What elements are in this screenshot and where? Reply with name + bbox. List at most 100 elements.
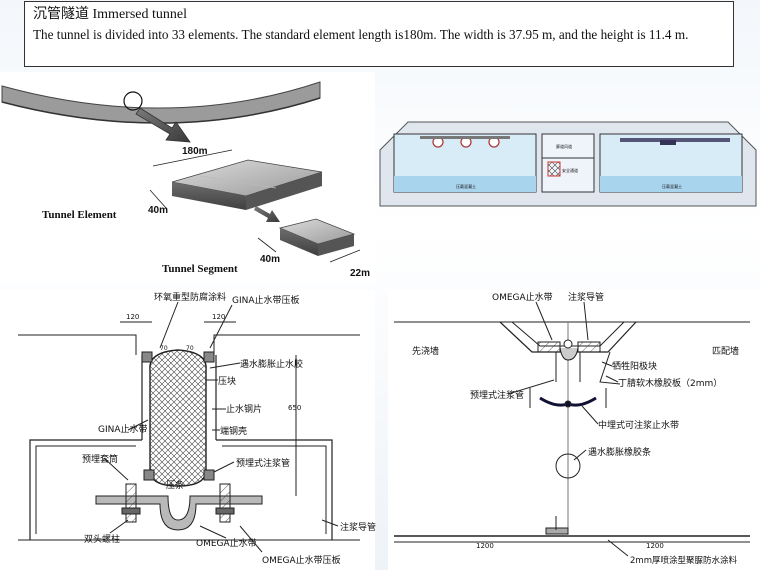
stud-bolt <box>219 483 231 523</box>
dim-70-right: 70 <box>186 345 194 352</box>
jet-fans-right <box>620 138 730 145</box>
dim-120-right: 120 <box>212 313 225 321</box>
label-stud-bolt: 双头螺柱 <box>84 533 120 545</box>
label-second-wall: 匹配墙 <box>712 345 739 357</box>
leader <box>239 525 263 553</box>
leader <box>213 461 235 473</box>
label-segment-width: 40m <box>260 254 280 265</box>
element-slab-side <box>246 172 322 210</box>
leader <box>109 519 129 534</box>
clamp-block <box>203 469 215 481</box>
omega-bulb <box>563 339 573 349</box>
sacrifice-anode-bracket <box>599 351 621 385</box>
clamp-plate <box>577 341 601 353</box>
tunnel-element-figure: 180m 40m Tunnel Element 40m 22m Tunnel S… <box>0 72 375 284</box>
center-gallery <box>541 133 595 193</box>
dim-line-40-element <box>149 189 167 209</box>
tunnel-alignment-edge <box>1 97 321 124</box>
label-omega-left: OMEGA止水带 <box>196 537 257 549</box>
zoom-arrow-2 <box>254 206 280 222</box>
zoom-arrow-1 <box>135 107 191 143</box>
label-sacrifice-anode: 牺牲阳极块 <box>612 360 657 372</box>
label-press-strip: 压条 <box>166 479 184 491</box>
header-box: 沉管隧道 Immersed tunnel The tunnel is divid… <box>24 1 734 67</box>
left-shell-inner <box>35 445 136 534</box>
label-gina-band: GINA止水带 <box>98 423 148 435</box>
dim-1200-right: 1200 <box>646 542 664 550</box>
gallery-hatch-box <box>547 161 561 177</box>
leader <box>573 449 587 461</box>
leader <box>103 457 129 481</box>
joint-detail-right <box>388 290 760 570</box>
grout-pipes <box>555 352 581 382</box>
joint-left-labels: 120 120 70 70 650 环氧重型防腐涂料 GINA止水带压板 遇水膨… <box>82 291 376 566</box>
label-end-shell: 端钢壳 <box>220 425 247 437</box>
label-coating-left: 环氧重型防腐涂料 <box>154 291 226 303</box>
label-center-top: 廊道风道 <box>556 143 572 149</box>
left-end-shell <box>29 355 143 540</box>
label-swell-sealant: 遇水膨胀止水胶 <box>240 358 303 370</box>
label-grout-guide-left: 注浆导管 <box>340 521 376 533</box>
stud-bolt <box>125 483 137 523</box>
clamp-block <box>141 351 153 363</box>
label-rubber-board: 丁腈软木橡胶板（2mm） <box>618 377 722 389</box>
gina-gasket <box>149 349 207 487</box>
leader <box>605 375 619 383</box>
leader <box>583 301 589 341</box>
zoom-circle <box>123 91 143 111</box>
label-gina-plate: GINA止水带压板 <box>232 294 300 306</box>
dim-120-left: 120 <box>126 313 139 321</box>
segment-slab-front <box>280 228 318 256</box>
left-tube-floor <box>394 176 536 192</box>
label-steel-strip: 止水钢片 <box>226 403 262 415</box>
bolt-nut <box>215 507 235 515</box>
leader <box>199 525 227 539</box>
bolt-nut <box>121 507 141 515</box>
bottom-plate <box>545 527 569 535</box>
label-180m: 180m <box>182 146 208 157</box>
dim-line-22-segment <box>329 249 361 263</box>
right-end-shell <box>215 355 333 540</box>
label-grout-pipe-right: 预埋式注浆管 <box>470 389 524 401</box>
joint-right-labels: OMEGA止水带 注浆导管 先浇墙 匹配墙 牺牲阳极块 丁腈软木橡胶板（2mm）… <box>412 291 739 566</box>
label-tunnel-segment: Tunnel Segment <box>162 263 238 275</box>
header-description: The tunnel is divided into 33 elements. … <box>33 27 689 42</box>
leader <box>127 419 149 431</box>
header-title: 沉管隧道 Immersed tunnel <box>33 5 725 24</box>
omega-band-right <box>559 347 579 361</box>
leader <box>581 405 599 425</box>
header-title-en: Immersed tunnel <box>92 7 187 22</box>
dim-70-left: 70 <box>160 345 168 352</box>
label-sleeve: 预埋套筒 <box>82 453 118 465</box>
clamp-block <box>203 351 215 363</box>
omega-waterstop <box>95 495 263 531</box>
swell-strip-circle <box>555 453 581 479</box>
tunnel-cross-section: 廊道风道 安全通道 压载混凝土 压载混凝土 <box>379 121 757 207</box>
label-press-block: 压块 <box>218 375 236 387</box>
label-grout-pipe-left: 预埋式注浆管 <box>236 457 290 469</box>
ceiling-equipment <box>420 136 510 139</box>
clamp-plate <box>537 341 561 353</box>
label-right-floor: 压载混凝土 <box>662 183 682 189</box>
leader <box>535 301 553 341</box>
segment-slab-side <box>318 234 354 256</box>
dim-1200-left: 1200 <box>476 542 494 550</box>
top-slab-line <box>18 334 360 355</box>
leader <box>209 304 233 349</box>
dim-line-40-segment <box>257 237 277 253</box>
element-slab-front <box>172 182 246 210</box>
joint-detail-left <box>0 290 375 570</box>
segment-joint-line <box>199 175 277 189</box>
label-left-floor: 压载混凝土 <box>456 183 476 189</box>
label-tunnel-element: Tunnel Element <box>42 209 117 221</box>
leader <box>321 519 339 527</box>
clamp-block <box>143 469 155 481</box>
dim-650: 650 <box>288 404 301 412</box>
label-grout-guide-right: 注浆导管 <box>568 291 604 303</box>
label-omega-plate: OMEGA止水带压板 <box>262 554 341 566</box>
right-detail-bg <box>388 290 760 570</box>
waterstop-bulb <box>564 400 572 408</box>
label-middle-waterstop: 中埋式可注浆止水带 <box>598 419 679 431</box>
leader <box>507 379 555 395</box>
